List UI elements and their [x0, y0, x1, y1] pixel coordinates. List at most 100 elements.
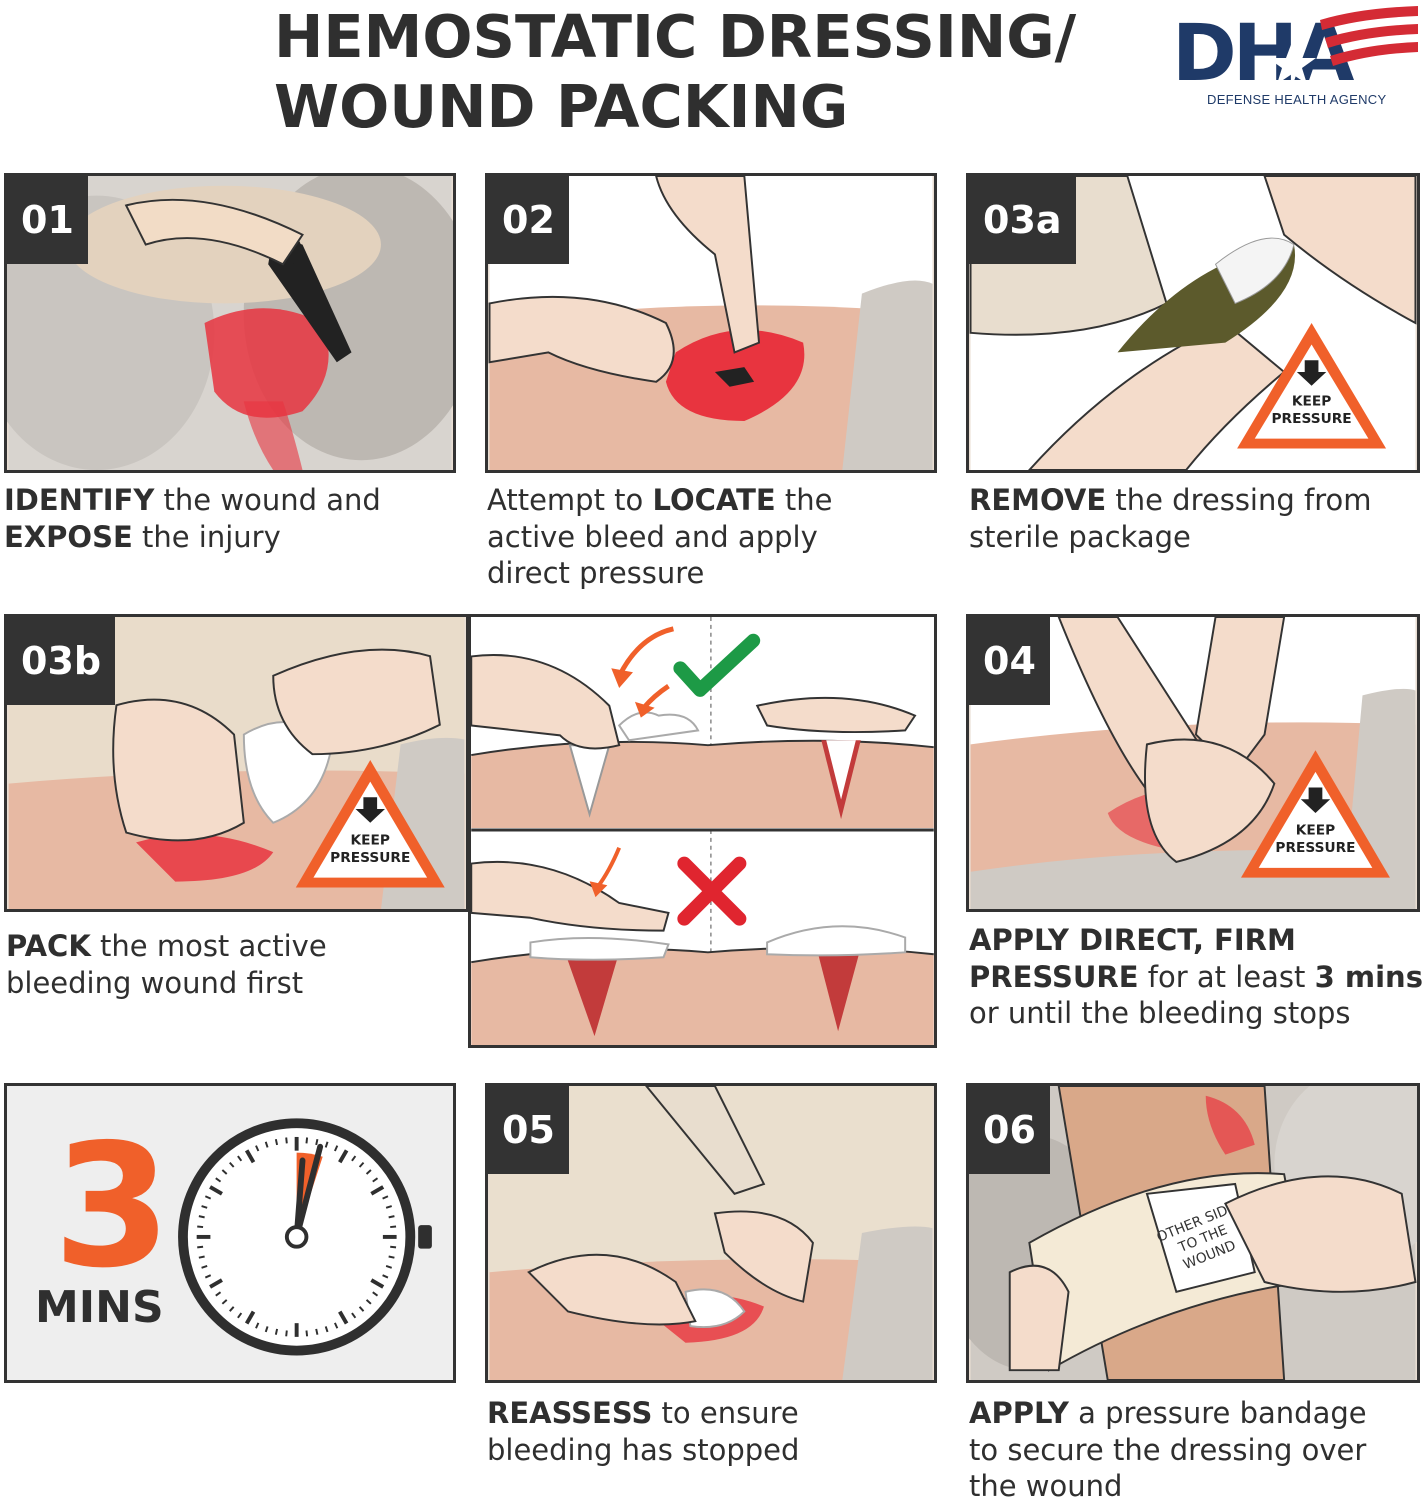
stopwatch-tick — [274, 1138, 279, 1146]
stopwatch-tick — [324, 1326, 329, 1333]
stopwatch-tick — [338, 1310, 349, 1325]
stopwatch-tick — [237, 1312, 243, 1319]
warning-pressure: PRESSURE — [330, 850, 410, 866]
title-line-1: HEMOSTATIC DRESSING/ — [274, 2, 1077, 71]
keyword: 3 mins — [1314, 959, 1423, 994]
stopwatch-tick — [221, 1299, 228, 1305]
stopwatch-tick — [215, 1291, 222, 1297]
arrow-icon — [616, 626, 675, 678]
step-badge: 03a — [969, 176, 1076, 264]
cross-icon — [677, 856, 747, 926]
stopwatch-tick — [385, 1205, 393, 1209]
stopwatch-tick — [358, 1306, 365, 1312]
stopwatch-tick — [221, 1169, 228, 1175]
stopwatch-tick — [255, 1145, 260, 1152]
stopwatch-tick — [365, 1169, 372, 1175]
stopwatch-tick — [198, 1215, 205, 1219]
stopwatch-tick — [390, 1245, 397, 1249]
stopwatch-tick — [385, 1265, 393, 1269]
stopwatch-tick — [209, 1185, 223, 1196]
stopwatch-tick — [382, 1195, 389, 1200]
stopwatch-tick — [351, 1312, 357, 1319]
stopwatch-tick — [370, 1278, 385, 1289]
panel-step-01: 01 — [4, 173, 456, 473]
stopwatch-tick — [388, 1255, 395, 1259]
keyword: LOCATE — [652, 483, 776, 517]
stopwatch-tick — [229, 1306, 235, 1312]
stopwatch-tick — [351, 1155, 357, 1162]
stopwatch-tick — [244, 1310, 256, 1325]
stopwatch-tick — [209, 1278, 223, 1289]
illustration-packing-technique — [471, 617, 934, 1045]
keyword: EXPOSE — [4, 519, 133, 554]
stopwatch-tick — [390, 1225, 397, 1229]
page-title: HEMOSTATIC DRESSING/ WOUND PACKING — [274, 2, 1134, 142]
warning-pressure: PRESSURE — [1271, 411, 1351, 427]
second-hand — [293, 1157, 306, 1240]
step-badge: 04 — [969, 617, 1050, 705]
checkmark-icon — [673, 633, 761, 697]
panel-timer: 3 MINS — [4, 1083, 456, 1383]
logo-subtitle: DEFENSE HEALTH AGENCY — [1207, 92, 1387, 107]
stopwatch-tick — [197, 1225, 204, 1229]
panel-step-03a: KEEP PRESSURE 03a — [966, 173, 1420, 473]
stopwatch-tick — [324, 1141, 329, 1148]
panel-step-06: OTHER SIDE TO THE WOUND 06 — [966, 1083, 1420, 1383]
keyword: APPLY DIRECT, FIRM — [969, 923, 1296, 957]
dha-flag-icon: DHA — [1172, 6, 1418, 99]
caption-step-05: REASSESS to ensure bleeding has stopped — [487, 1396, 800, 1467]
keyword: PRESSURE — [969, 959, 1139, 994]
stopwatch-tick — [315, 1328, 319, 1335]
illustration-locate-bleed — [488, 176, 933, 470]
caption-step-01: IDENTIFY the wound and EXPOSE the injury — [4, 483, 381, 554]
stopwatch-tick — [305, 1330, 309, 1337]
timer-unit: MINS — [35, 1282, 164, 1333]
illustration-apply-pressure: KEEP PRESSURE — [970, 617, 1416, 909]
stopwatch-tick — [370, 1185, 385, 1196]
keyword: REASSESS — [487, 1396, 653, 1430]
panel-step-04: KEEP PRESSURE 04 — [966, 614, 1420, 912]
stopwatch-tick — [201, 1265, 208, 1269]
stopwatch-tick — [315, 1138, 319, 1146]
illustration-pressure-bandage: OTHER SIDE TO THE WOUND — [969, 1086, 1417, 1380]
stopwatch-tick — [285, 1137, 288, 1144]
step-badge: 06 — [969, 1086, 1050, 1174]
stopwatch-tick — [229, 1161, 235, 1168]
keyword: PACK — [6, 929, 91, 963]
stopwatch-tick — [365, 1299, 372, 1305]
warning-keep: KEEP — [1296, 823, 1335, 839]
step-badge: 01 — [7, 176, 88, 264]
stopwatch-tick — [305, 1137, 309, 1144]
stopwatch-tick — [274, 1328, 279, 1335]
stopwatch-tick — [215, 1177, 222, 1183]
stopwatch-tick — [237, 1155, 243, 1162]
stopwatch-tick — [372, 1177, 379, 1183]
caption-step-03b: PACK the most active bleeding wound firs… — [6, 929, 327, 1000]
warning-keep: KEEP — [351, 832, 390, 848]
title-line-2: WOUND PACKING — [274, 72, 849, 141]
caption-step-06: APPLY a pressure bandage to secure the d… — [969, 1396, 1367, 1500]
stopwatch-tick — [264, 1326, 269, 1333]
step-badge: 02 — [488, 176, 569, 264]
keyword: APPLY — [969, 1396, 1069, 1430]
keyword: IDENTIFY — [4, 483, 155, 517]
stopwatch-tick — [204, 1274, 212, 1279]
stopwatch-tick — [244, 1149, 256, 1164]
stopwatch-tick — [334, 1322, 339, 1329]
stopwatch-tick — [197, 1245, 204, 1249]
illustration-expose-injury — [7, 176, 453, 470]
stopwatch-tick — [388, 1215, 395, 1219]
warning-keep: KEEP — [1292, 393, 1331, 409]
warning-pressure: PRESSURE — [1275, 840, 1355, 856]
stopwatch-icon — [178, 1118, 432, 1356]
panel-step-03b: KEEP PRESSURE 03b — [4, 614, 469, 912]
stopwatch-tick — [382, 1274, 389, 1279]
caption-step-03a: REMOVE the dressing from sterile package — [969, 483, 1372, 554]
stopwatch-tick — [201, 1205, 208, 1209]
timer-number: 3 — [53, 1108, 172, 1306]
stopwatch-tick — [334, 1145, 339, 1152]
illustration-pack-wound: KEEP PRESSURE — [8, 617, 465, 909]
stopwatch-tick — [198, 1255, 205, 1259]
panel-step-02: 02 — [485, 173, 937, 473]
panel-packing-technique — [468, 614, 937, 1048]
